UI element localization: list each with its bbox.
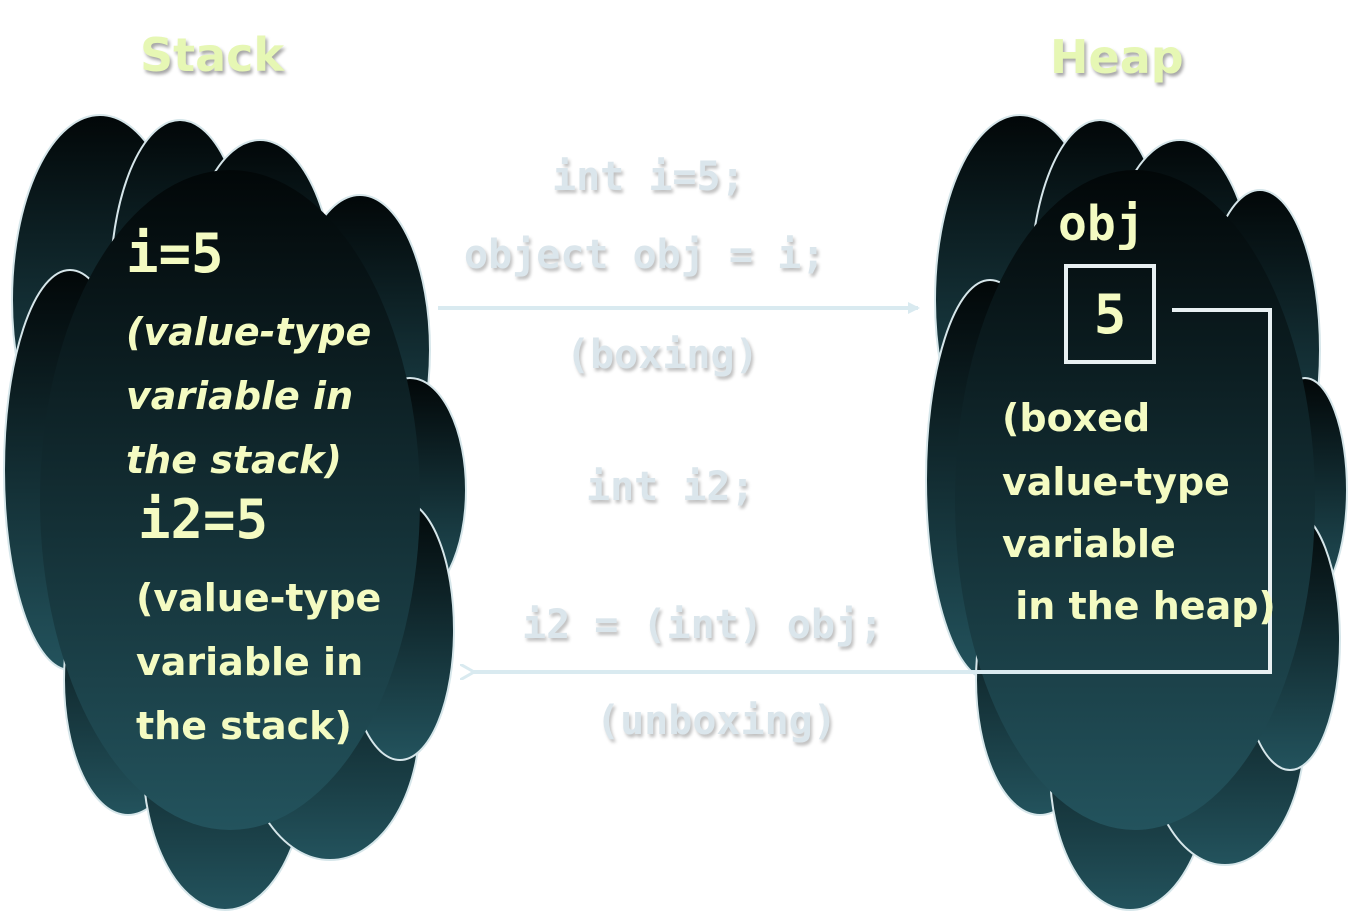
stack-cloud — [3, 114, 467, 911]
heap-obj-label: obj — [1058, 196, 1145, 252]
heap-note-line1: (boxed — [1002, 396, 1151, 440]
boxed-value-box: 5 — [1064, 264, 1156, 364]
code-line-int-i: int i=5; — [552, 154, 745, 200]
boxing-label: (boxing) — [566, 332, 759, 378]
heap-note-line4: in the heap) — [1002, 584, 1276, 628]
stack-title: Stack — [140, 28, 285, 82]
stack-var-i: i=5 — [126, 222, 224, 285]
unboxing-label: (unboxing) — [596, 698, 837, 744]
boxed-value-connector — [1040, 308, 1272, 674]
heap-note-line3: variable — [1002, 522, 1176, 566]
code-line-unbox-assign: i2 = (int) obj; — [522, 602, 884, 648]
stack-var-i2-note: (value-type variable in the stack) — [136, 576, 382, 748]
heap-title: Heap — [1050, 30, 1184, 84]
code-line-int-i2: int i2; — [586, 464, 755, 510]
stack-var-i2: i2=5 — [138, 488, 269, 551]
heap-cloud — [925, 114, 1348, 911]
heap-note-line2: value-type — [1002, 460, 1230, 504]
code-line-object-obj: object obj = i; — [464, 232, 826, 278]
stack-var-i-note: (value-type variable in the stack) — [126, 310, 372, 482]
